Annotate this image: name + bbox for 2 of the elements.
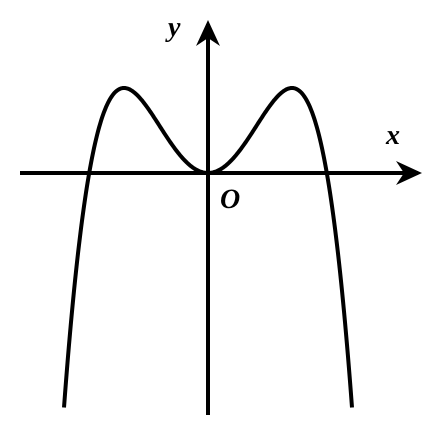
x-axis-label: x (386, 122, 400, 150)
origin-label: O (220, 186, 240, 214)
